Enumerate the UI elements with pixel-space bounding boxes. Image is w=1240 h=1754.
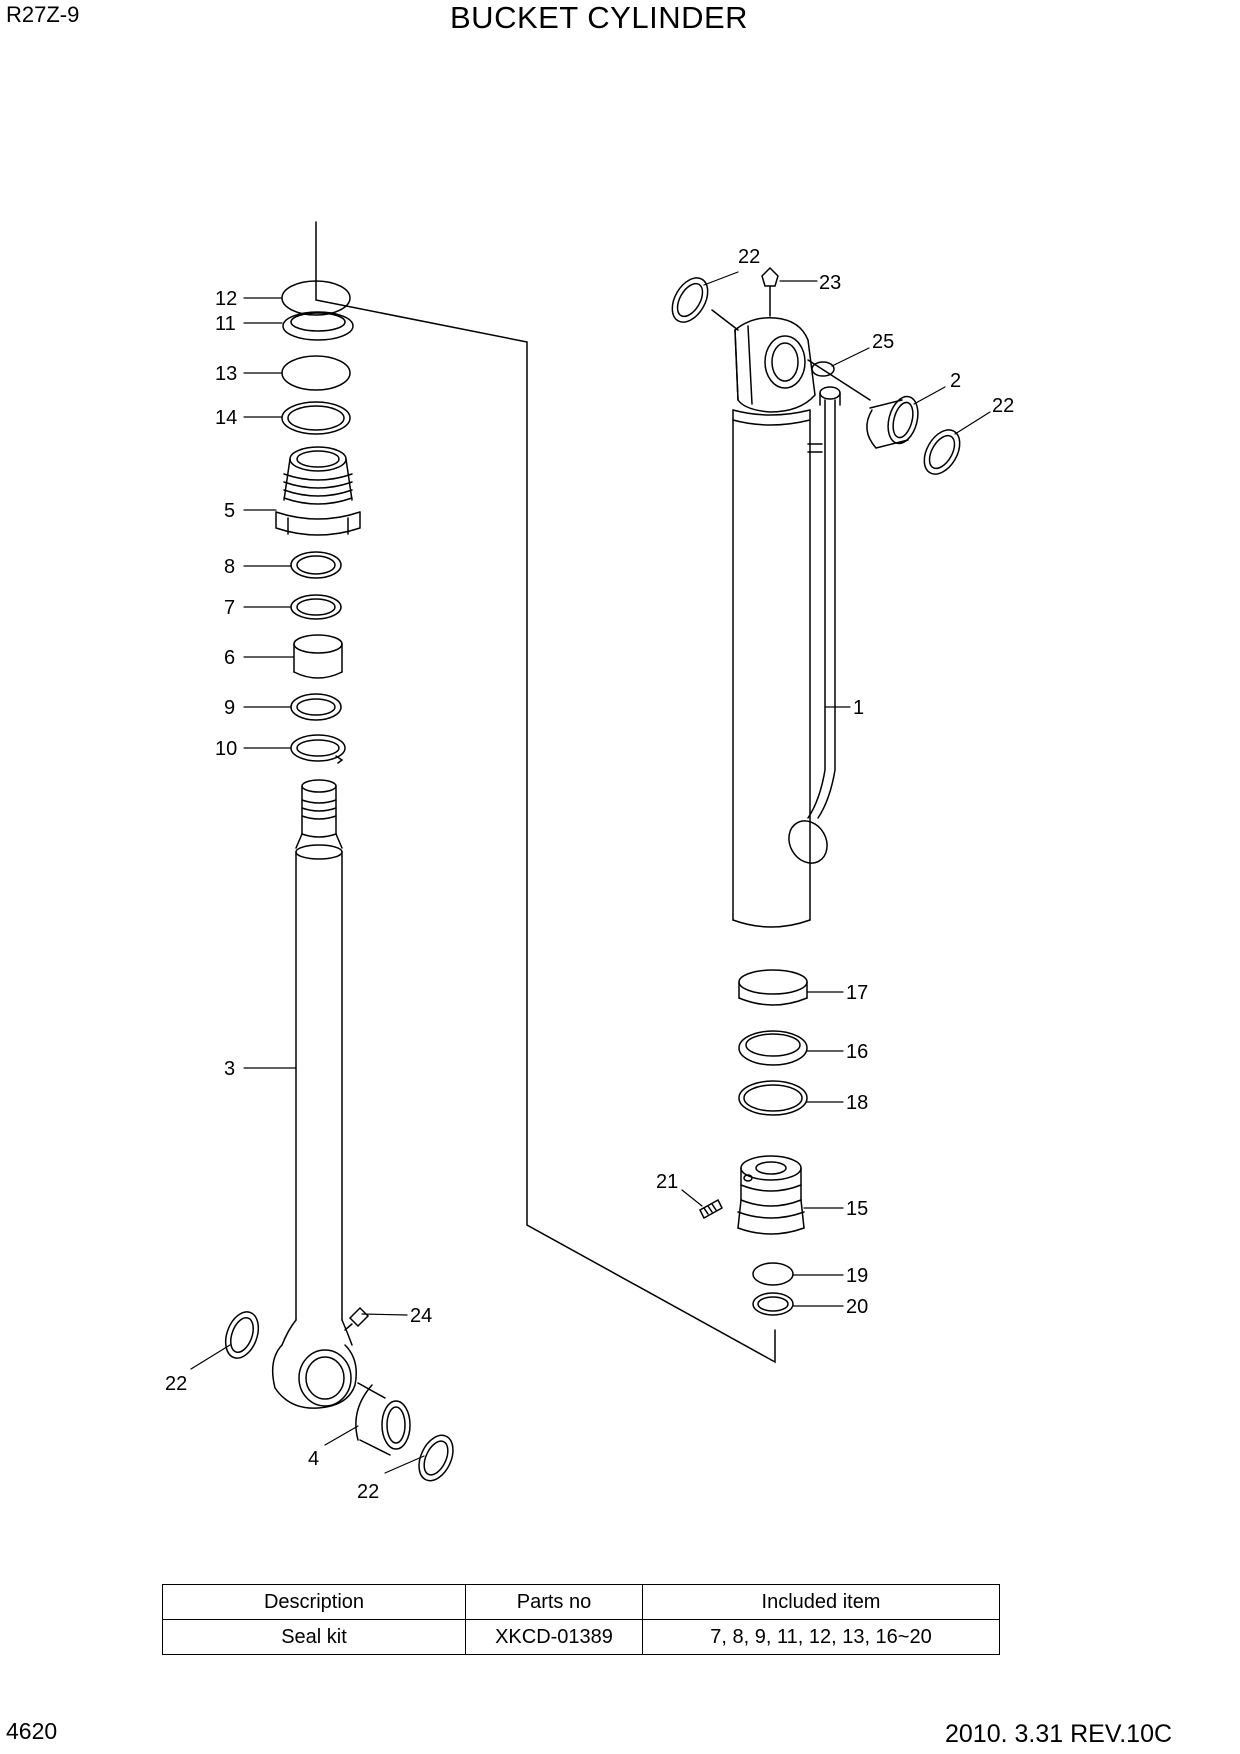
callout-6: 6 — [224, 647, 235, 669]
revision-date: 2010. 3.31 REV.10C — [945, 1720, 1173, 1748]
part-wear-ring-18 — [738, 1080, 808, 1116]
part-seal-9 — [290, 693, 342, 721]
part-set-screw — [699, 1198, 723, 1220]
part-snap-ring — [290, 734, 346, 764]
callout-14: 14 — [215, 407, 237, 429]
callout-5: 5 — [224, 500, 235, 522]
page-number: 4620 — [6, 1718, 58, 1744]
table-row: Seal kit XKCD-01389 7, 8, 9, 11, 12, 13,… — [162, 1619, 1000, 1655]
callout-labels: 12 11 13 14 5 8 7 6 9 10 3 22 24 4 22 22… — [165, 246, 1014, 1503]
part-grease-nipple-tube — [761, 266, 779, 317]
table-cell-description: Seal kit — [162, 1619, 466, 1655]
seal-kit-table: Description Parts no Included item Seal … — [162, 1584, 1000, 1655]
callout-1: 1 — [853, 697, 864, 719]
callout-22-tube-left: 22 — [738, 246, 760, 268]
part-seal-7 — [290, 594, 342, 620]
model-code: R27Z-9 — [6, 2, 80, 27]
callout-16: 16 — [846, 1041, 868, 1063]
callout-10: 10 — [215, 738, 237, 760]
part-dust-seal-tube-right — [923, 429, 961, 475]
callout-7: 7 — [224, 597, 235, 619]
assembly-guide-line — [315, 221, 776, 1364]
callout-12: 12 — [215, 288, 237, 310]
part-backup-ring — [282, 311, 354, 341]
part-piston-ring-16 — [738, 1030, 808, 1066]
callout-21: 21 — [656, 1171, 678, 1193]
callout-22-rod-right: 22 — [357, 1481, 379, 1503]
callout-25: 25 — [872, 331, 894, 353]
part-grease-nipple-rod — [344, 1306, 370, 1331]
callout-17: 17 — [846, 982, 868, 1004]
part-o-ring-second — [281, 401, 351, 435]
part-o-ring-small — [811, 361, 835, 377]
table-header-description: Description — [162, 1584, 466, 1620]
callout-13: 13 — [215, 363, 237, 385]
table-header-included-item: Included item — [642, 1584, 1000, 1620]
part-dust-seal-tube-left — [671, 277, 709, 323]
part-rod-cover — [275, 446, 361, 536]
callout-20: 20 — [846, 1296, 868, 1318]
part-seal-8 — [290, 551, 342, 579]
callout-15: 15 — [846, 1198, 868, 1220]
part-o-ring-19 — [752, 1262, 794, 1286]
callout-11: 11 — [215, 313, 236, 335]
callout-19: 19 — [846, 1265, 868, 1287]
callout-4: 4 — [308, 1448, 319, 1470]
table-header-parts-no: Parts no — [465, 1584, 643, 1620]
part-o-ring-top — [281, 355, 351, 391]
part-piston-seal-17 — [738, 969, 808, 1006]
part-pin-bushing-tube — [866, 395, 919, 449]
callout-23: 23 — [819, 272, 841, 294]
callout-22-tube-right: 22 — [992, 395, 1014, 417]
callout-9: 9 — [224, 697, 235, 719]
part-pin-bushing-rod — [355, 1382, 411, 1456]
callout-leaders — [190, 271, 991, 1474]
part-dust-seal-rod-right — [418, 1434, 454, 1482]
part-piston — [737, 1155, 805, 1235]
part-backup-ring-20 — [752, 1292, 794, 1316]
table-cell-included-item: 7, 8, 9, 11, 12, 13, 16~20 — [642, 1619, 1000, 1655]
table-header-row: Description Parts no Included item — [162, 1584, 1000, 1620]
callout-22-rod-left: 22 — [165, 1373, 187, 1395]
part-bushing — [293, 634, 343, 679]
callout-2: 2 — [950, 370, 961, 392]
part-piston-rod — [271, 779, 357, 1409]
callout-8: 8 — [224, 556, 235, 578]
table-cell-parts-no: XKCD-01389 — [465, 1619, 643, 1655]
page-title: BUCKET CYLINDER — [450, 0, 749, 35]
part-cylinder-tube — [732, 317, 841, 928]
part-dust-seal-rod-left — [224, 1311, 260, 1359]
callout-18: 18 — [846, 1092, 868, 1114]
callout-3: 3 — [224, 1058, 235, 1080]
callout-24: 24 — [410, 1305, 432, 1327]
